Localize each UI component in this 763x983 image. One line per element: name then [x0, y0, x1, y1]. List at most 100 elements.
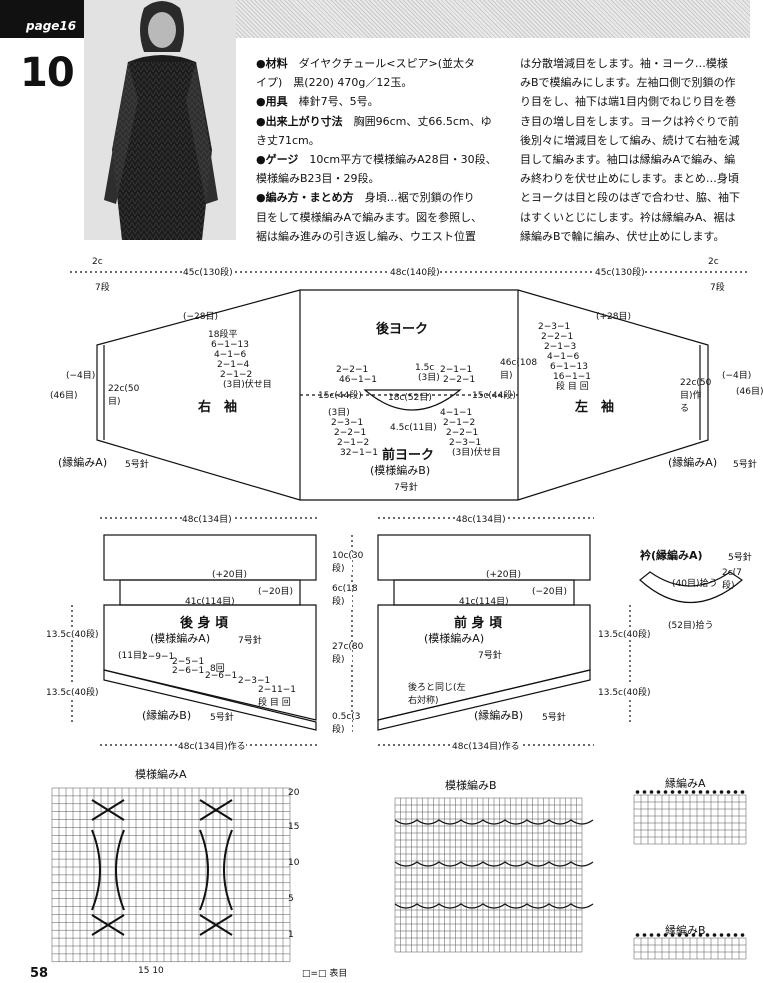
left-side-3: 22c(50目) — [108, 384, 140, 407]
chart-a-title: 模様編みA — [135, 768, 187, 781]
neck-depth-right: 15c(44段) — [472, 391, 516, 401]
back-sub: (模様編みA) — [150, 632, 211, 645]
back-step-8: 段 目 回 — [258, 698, 291, 708]
chart-legend: □=□ 表目 — [302, 969, 348, 979]
decrease-step: 2−2−1 — [541, 332, 574, 342]
decrease-step: 2−1−2 — [337, 438, 370, 448]
cuff-left-label: (縁編みA) — [58, 456, 108, 469]
decrease-step: 2−2−1 — [336, 365, 369, 375]
decrease-step: 32−1−1 — [340, 448, 378, 458]
yarn-over-dot — [670, 790, 675, 794]
decrease-step: (3目)伏せ目 — [223, 380, 272, 390]
lace-row — [394, 819, 594, 825]
back-waist: 41c(114目) — [185, 597, 235, 607]
back-height-2: 13.5c(40段) — [46, 685, 99, 698]
decrease-step: 2−1−2 — [220, 370, 253, 380]
yarn-over-dot — [719, 790, 724, 794]
front-height-1: 13.5c(40段) — [598, 627, 651, 640]
yoke-right-width: 46c(108目) — [500, 358, 538, 381]
yoke-left-dec: (−28目) — [183, 312, 219, 322]
intro-right-line: はすくいとじにします。衿は縁編みA、裾は — [520, 210, 736, 224]
back-hem-needle: 5号針 — [210, 713, 234, 723]
model-illustration — [84, 0, 236, 240]
intro-heading: ●用具 — [256, 95, 288, 109]
back-dec: (−20目) — [258, 587, 294, 597]
decrease-step: 2−3−1 — [538, 322, 571, 332]
decrease-step: 2−1−1 — [440, 365, 473, 375]
yarn-over-dot — [719, 933, 724, 937]
yoke-right-inc: (+28目) — [596, 312, 632, 322]
intro-text: 裾は編み進みの引き返し編み、ウエスト位置 — [256, 229, 476, 243]
right-side-1: (−4目) — [722, 371, 752, 381]
decrease-step: 16−1−1 — [553, 372, 591, 382]
yarn-over-dot — [726, 933, 731, 937]
intro-heading: ●ゲージ — [256, 153, 299, 167]
intro-right-line: 縁編みBで輪に編み、伏せ止めにします。 — [520, 229, 725, 243]
intro-text: き丈71cm。 — [256, 133, 320, 147]
intro-text: 身頃…裾で別鎖の作り — [353, 191, 475, 205]
back-step-3: 2−6−1 — [172, 666, 205, 676]
lace-row — [394, 861, 594, 867]
back-step-5: 2−6−1 — [205, 671, 238, 681]
front-inc: (+20目) — [486, 570, 522, 580]
yarn-over-dot — [726, 790, 731, 794]
yarn-over-dot — [670, 933, 675, 937]
front-dec: (−20目) — [532, 587, 568, 597]
decrease-step: 2−2−1 — [334, 428, 367, 438]
right-side-3: 22c(50目)作る — [680, 378, 712, 414]
yarn-over-dot — [705, 790, 710, 794]
chart-a-row-5: 5 — [288, 894, 294, 904]
intro-right-line: は分散増減目をします。袖・ヨーク…模様 — [520, 57, 728, 70]
neck-depth-left: 15c(44段) — [318, 391, 362, 401]
pattern-number: 10 — [20, 50, 75, 96]
decrease-step: 2−3−1 — [449, 438, 482, 448]
yarn-over-dot — [691, 933, 696, 937]
front-needle: 7号針 — [478, 651, 502, 661]
front-height-2: 13.5c(40段) — [598, 685, 651, 698]
intro-left-line: ●材料 ダイヤクチュール<スピア>(並太タ — [256, 54, 518, 73]
intro-text: 胸囲96cm、丈66.5cm、ゆ — [342, 114, 492, 128]
intro-right-line: 後別々に増減目をして編み、続けて右袖を減 — [520, 133, 740, 147]
yarn-over-dot — [740, 933, 745, 937]
yarn-over-dot — [733, 790, 738, 794]
front-width-bottom: 48c(134目)作る — [452, 739, 520, 752]
dim-top-7: 7段 — [710, 283, 725, 293]
collar-bottom: (52目)拾う — [668, 621, 714, 631]
lace-row — [394, 903, 594, 909]
intro-left-column: ●材料 ダイヤクチュール<スピア>(並太タイプ) 黒(220) 470g／12玉… — [256, 54, 518, 246]
back-height-1: 13.5c(40段) — [46, 627, 99, 640]
yarn-over-dot — [740, 790, 745, 794]
back-yoke-title: 後ヨーク — [376, 322, 429, 337]
collar-needle: 5号針 — [728, 553, 752, 563]
decrease-step: 6−1−13 — [211, 340, 249, 350]
edge-b-grid — [633, 937, 747, 960]
intro-left-line: き丈71cm。 — [256, 131, 518, 150]
decrease-step: 2−2−1 — [443, 375, 476, 385]
yarn-over-dot — [712, 790, 717, 794]
decrease-step: (3目)伏せ目 — [452, 448, 501, 458]
cable-motif — [199, 799, 233, 936]
back-inc: (+20目) — [212, 570, 248, 580]
intro-heading: ●材料 — [256, 57, 288, 70]
intro-text: イプ) 黒(220) 470g／12玉。 — [256, 76, 413, 90]
yarn-over-dot — [733, 933, 738, 937]
back-title: 後 身 頃 — [180, 616, 229, 631]
dim-top-2: 7段 — [95, 283, 110, 293]
yarn-over-dot — [663, 933, 668, 937]
chart-a-row-15: 15 — [288, 822, 300, 832]
back-hem: (縁編みB) — [142, 709, 192, 722]
center-dim-2: 6c(18段) — [332, 584, 358, 607]
yarn-over-dot — [635, 790, 640, 794]
yarn-over-dot — [684, 933, 689, 937]
page-tag: page16 — [0, 0, 84, 38]
intro-right-line: き目の増し目をします。ヨークは衿ぐりで前 — [520, 114, 739, 128]
back-steps-left: (11目) — [118, 651, 146, 661]
intro-left-line: ●編み方・まとめ方 身頃…裾で別鎖の作り — [256, 188, 518, 207]
center-dim-1: 10c(30段) — [332, 551, 364, 574]
intro-left-line: 目をして模様編みAで編みます。図を参照し、 — [256, 208, 518, 227]
right-side-2: (46目) — [736, 387, 763, 397]
